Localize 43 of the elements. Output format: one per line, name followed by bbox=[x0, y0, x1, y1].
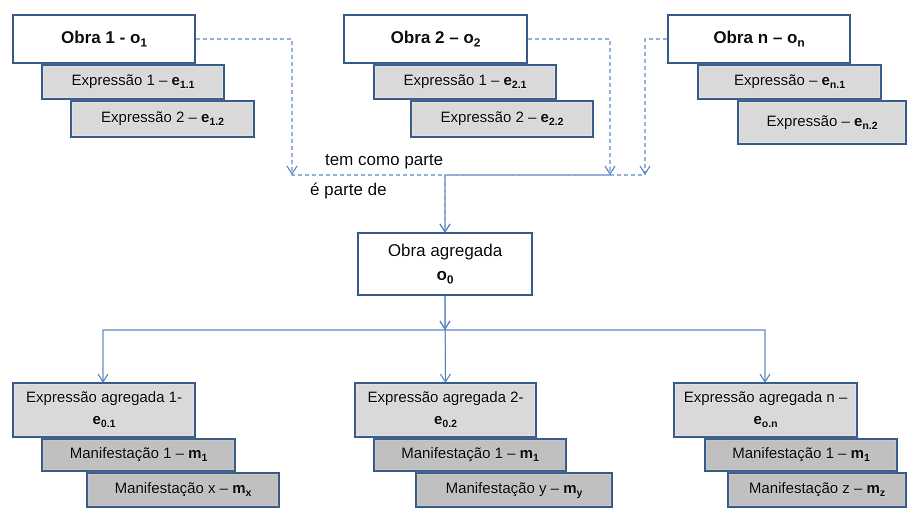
work-box bbox=[12, 14, 196, 64]
box-text: Expressão 2 – e$_{2.2}$ bbox=[440, 108, 564, 130]
manifestation-box bbox=[86, 472, 280, 508]
box-text: Expressão 2 – e$_{1.2}$ bbox=[100, 108, 224, 130]
manifestation-box bbox=[727, 472, 907, 508]
work-box bbox=[667, 14, 851, 64]
manifestation-box bbox=[415, 472, 613, 508]
box-text: Expressão 1 – e$_{1.1}$ bbox=[71, 71, 194, 94]
expression-box bbox=[41, 64, 225, 100]
arrow bbox=[440, 296, 771, 383]
manifestation-box bbox=[41, 438, 236, 472]
expression-box bbox=[737, 100, 907, 145]
box-text: Manifestação 1 – m$_{1}$ bbox=[70, 444, 208, 466]
work-box bbox=[343, 14, 528, 64]
box-text: Expressão agregada 1- e$_{0.1}$ bbox=[25, 388, 183, 432]
box-text: Obra n – o$_{n}$ bbox=[713, 27, 805, 52]
box-text: Expressão agregada 2- e$_{0.2}$ bbox=[366, 388, 524, 432]
work-box bbox=[357, 232, 533, 296]
box-text: Obra agregada bbox=[388, 240, 502, 262]
expression-box bbox=[373, 64, 557, 100]
expression-box bbox=[12, 382, 196, 438]
arrow bbox=[439, 38, 667, 233]
expression-box bbox=[697, 64, 882, 100]
expression-box bbox=[410, 100, 594, 138]
expression-box bbox=[354, 382, 537, 438]
expression-box bbox=[673, 382, 858, 438]
box-text: Manifestação 1 – m$_{1}$ bbox=[401, 444, 539, 466]
relation-label: é parte de bbox=[310, 180, 387, 200]
relation-label: tem como parte bbox=[325, 150, 444, 170]
box-text: Manifestação y – m$_{y}$ bbox=[446, 479, 582, 502]
manifestation-box bbox=[704, 438, 898, 472]
expression-box bbox=[70, 100, 255, 138]
box-text: o$_{0}$ bbox=[436, 264, 454, 289]
box-text: Expressão 1 – e$_{2.1}$ bbox=[403, 71, 526, 94]
box-text: Obra 2 – o$_{2}$ bbox=[390, 27, 480, 52]
box-text: Expressão – e$_{n.2}$ bbox=[766, 112, 878, 134]
box-text: Manifestação 1 – m$_{1}$ bbox=[732, 444, 870, 466]
box-text: Obra 1 - o$_{1}$ bbox=[61, 27, 147, 52]
box-text: Expressão – e$_{n.1}$ bbox=[734, 71, 846, 94]
box-text: Manifestação z – m$_{z}$ bbox=[748, 479, 886, 502]
manifestation-box bbox=[373, 438, 567, 472]
box-text: Manifestação x – m$_{x}$ bbox=[114, 479, 252, 502]
box-text: Expressão agregada n – e$_{o.n}$ bbox=[682, 388, 848, 432]
